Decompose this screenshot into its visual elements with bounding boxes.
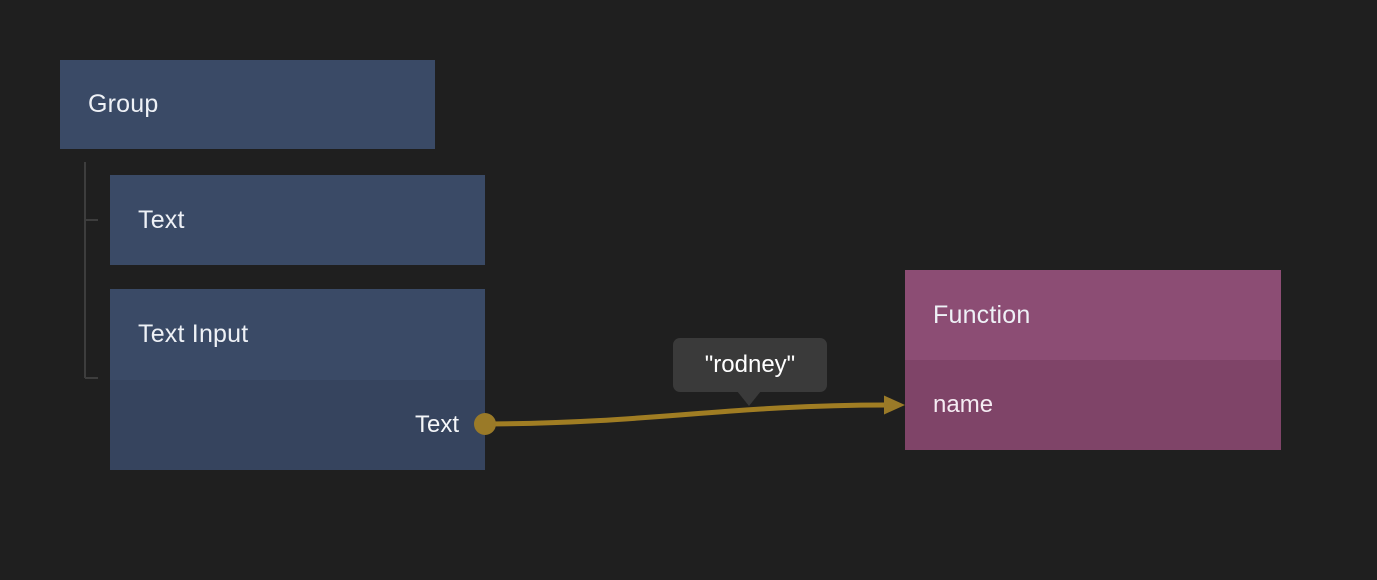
connection-value-text: "rodney" [705, 351, 795, 379]
node-function[interactable]: Function name [905, 270, 1281, 450]
input-port-label: name [905, 391, 993, 419]
node-text-input[interactable]: Text Input Text [110, 289, 485, 470]
node-text-title: Text [110, 206, 185, 235]
node-group[interactable]: Group [60, 60, 435, 149]
connection-value-tooltip: "rodney" [673, 338, 827, 392]
output-port-socket-text[interactable] [474, 413, 496, 435]
tooltip-pointer [737, 391, 761, 406]
node-text-input-title: Text Input [110, 320, 248, 349]
node-function-title: Function [905, 301, 1031, 330]
node-text[interactable]: Text [110, 175, 485, 265]
tree-connector-line [85, 162, 98, 378]
node-group-title: Group [60, 90, 158, 119]
connection-wire[interactable] [489, 405, 888, 424]
